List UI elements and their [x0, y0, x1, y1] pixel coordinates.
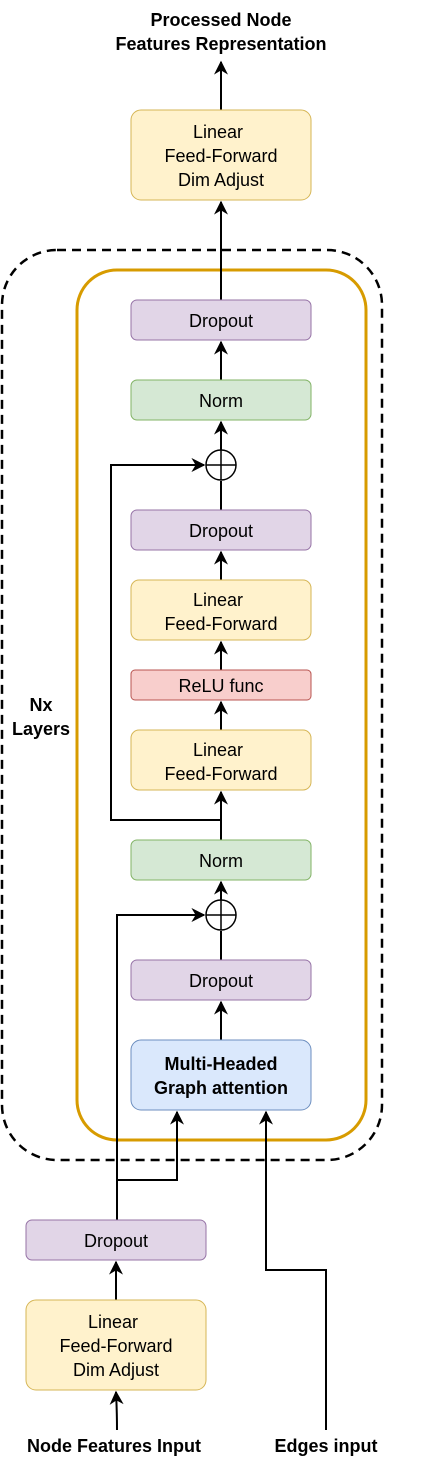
block-in-linear: Linear Feed-Forward Dim Adjust [25, 1299, 207, 1391]
block-linear-ff-2: Linear Feed-Forward [130, 579, 312, 641]
in-linear-line-3: Dim Adjust [73, 1360, 159, 1380]
dropout-mid-label: Dropout [189, 521, 253, 541]
dropout-lower-label: Dropout [189, 971, 253, 991]
linear-ff-2-line-1: Linear [193, 590, 243, 610]
block-dropout-lower: Dropout [130, 959, 312, 1001]
edges-input-label: Edges input [275, 1436, 378, 1456]
linear-ff-2-line-2: Feed-Forward [164, 614, 277, 634]
residual-connection-1 [116, 908, 206, 1220]
nx-label-line-2: Layers [12, 719, 70, 739]
block-norm-bottom: Norm [130, 839, 312, 881]
relu-label: ReLU func [178, 676, 263, 696]
linear-ff-1-line-2: Feed-Forward [164, 764, 277, 784]
block-norm-top: Norm [130, 379, 312, 421]
block-dropout-top: Dropout [130, 299, 312, 341]
dropout-top-label: Dropout [189, 311, 253, 331]
out-linear-line-3: Dim Adjust [178, 170, 264, 190]
block-out-linear: Linear Feed-Forward Dim Adjust [130, 109, 312, 201]
norm-top-label: Norm [199, 391, 243, 411]
output-title-line-1: Processed Node [150, 10, 291, 30]
in-linear-line-1: Linear [88, 1312, 138, 1332]
arrow-input-to-in-linear [109, 1390, 124, 1431]
block-dropout-mid: Dropout [130, 509, 312, 551]
add-nodes [205, 449, 237, 931]
out-linear-line-2: Feed-Forward [164, 146, 277, 166]
nx-label-line-1: Nx [29, 695, 52, 715]
attention-line-1: Multi-Headed [164, 1054, 277, 1074]
block-linear-ff-1: Linear Feed-Forward [130, 729, 312, 791]
linear-ff-1-line-1: Linear [193, 740, 243, 760]
out-linear-line-1: Linear [193, 122, 243, 142]
residual-connection-2 [110, 458, 221, 821]
nx-layers-container [0, 248, 384, 1162]
block-attention: Multi-Headed Graph attention [130, 1039, 312, 1111]
arrow-edges-to-attention [259, 1110, 327, 1430]
node-features-input-label: Node Features Input [27, 1436, 201, 1456]
connectors [109, 60, 327, 1431]
block-dropout-input: Dropout [25, 1219, 207, 1261]
output-title-line-2: Features Representation [115, 34, 326, 54]
arrow-nodes-to-attention [117, 1110, 184, 1181]
norm-bottom-label: Norm [199, 851, 243, 871]
block-relu: ReLU func [130, 669, 312, 701]
dropout-input-label: Dropout [84, 1231, 148, 1251]
in-linear-line-2: Feed-Forward [59, 1336, 172, 1356]
attention-line-2: Graph attention [154, 1078, 288, 1098]
